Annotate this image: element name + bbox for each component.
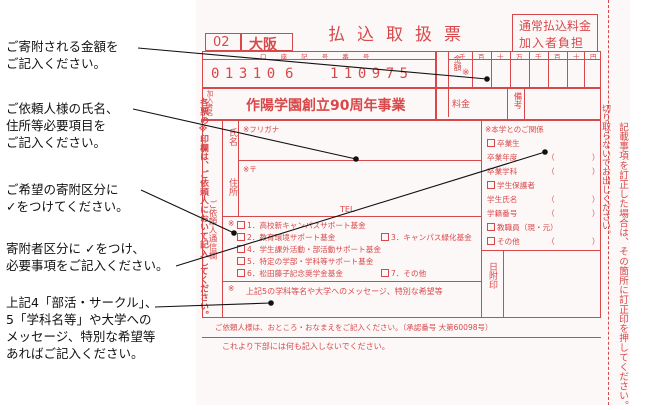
relation-option-2[interactable]: 学生保護者 [487, 180, 535, 191]
account-left: 01310 [211, 66, 281, 82]
relation-title: ※本学とのご関係 [485, 125, 544, 134]
fee-type-box: 通常払込料金 加入者負担 [512, 14, 598, 52]
address-label: 住所 [227, 178, 237, 196]
donation-mark: ※ [228, 219, 235, 228]
amount-label: 金額 [453, 55, 462, 71]
bottom-note-2: これより下部には何も記入しないでください。 [222, 342, 390, 351]
relation-option-1[interactable]: 卒業生 [487, 138, 520, 149]
amount-box [436, 51, 601, 88]
bottom-note-1: ご依頼人様は、おところ・おなまえをご記入ください。（承認番号 大第60098号） [215, 323, 493, 332]
fee-remarks-box [436, 88, 601, 120]
note-message: 上記4「部活・サークル」、 5「学科名等」や大学への メッセージ、特別な希望等 … [6, 295, 158, 361]
relation-grad-dept: 卒業学科 [487, 167, 518, 176]
note-name-address: ご依頼人様の氏名、 住所等必要項目を ご記入ください。 [6, 101, 119, 150]
payee-box [202, 88, 436, 120]
furigana-label: ※フリガナ [243, 125, 280, 134]
donation-option-5[interactable]: 5．特定の学部・学科等サポート基金 [237, 256, 373, 267]
donation-option-6[interactable]: 6．松田藤子記念奨学金基金 [237, 268, 343, 279]
relation-grad-year: 卒業年度 [487, 153, 518, 162]
amount-mark: ※ [462, 68, 470, 78]
no-cut-note: 切り取らないでお出しください。 [600, 104, 610, 239]
payee-name: 作陽学園創立90周年事業 [246, 98, 406, 114]
postal-label: ※〒 [243, 165, 257, 174]
cut-line [608, 0, 609, 405]
relation-option-4[interactable]: その他 [487, 236, 520, 247]
office-code-box: 02 [205, 33, 241, 51]
message-column-label: ご依頼人通信欄 [207, 200, 217, 260]
donation-option-3[interactable]: 3．キャンパス緑化基金 [381, 232, 472, 243]
relation-student-id: 学籍番号 [487, 209, 518, 218]
account-mid: 6 [285, 66, 294, 82]
account-label: 口 座 記 号 番 号 [260, 53, 376, 61]
note-donation-category: ご希望の寄附区分に ✓をつけてください。 [6, 182, 129, 214]
note-amount: ご寄附される金額を ご記入ください。 [6, 39, 119, 71]
payee-label: 加入者名 [205, 90, 213, 116]
left-vertical-note: 各票の※印欄は、ご依頼人において記入してください。 [198, 98, 208, 320]
note-donor-category: 寄附者区分に ✓をつけ、 必要事項をご記入ください。 [6, 241, 169, 273]
fee-label: 料金 [452, 100, 471, 110]
form-title: 払込取扱票 [328, 25, 473, 45]
donation-option-7[interactable]: 7．その他 [381, 268, 426, 279]
relation-option-3[interactable]: 教職員（現・元） [487, 222, 558, 233]
relation-student-name: 学生氏名 [487, 195, 518, 204]
donation-option-2[interactable]: 2．教育環境サポート基金 [237, 232, 335, 243]
account-number-box [202, 51, 436, 88]
date-stamp-label: 日附印 [487, 262, 497, 289]
message-label: 上記5の学科等名や大学へのメッセージ、特別な希望等 [246, 287, 443, 296]
remarks-label: 備考 [512, 92, 522, 109]
name-label: 氏名 [227, 128, 237, 146]
tel-label: TEL [340, 205, 355, 214]
correction-note: 記載事項を訂正した場合は、その箇所に訂正印を押してください。 [617, 122, 628, 410]
office-name-box: 大阪 [241, 33, 293, 53]
message-mark: ※ [228, 284, 235, 293]
